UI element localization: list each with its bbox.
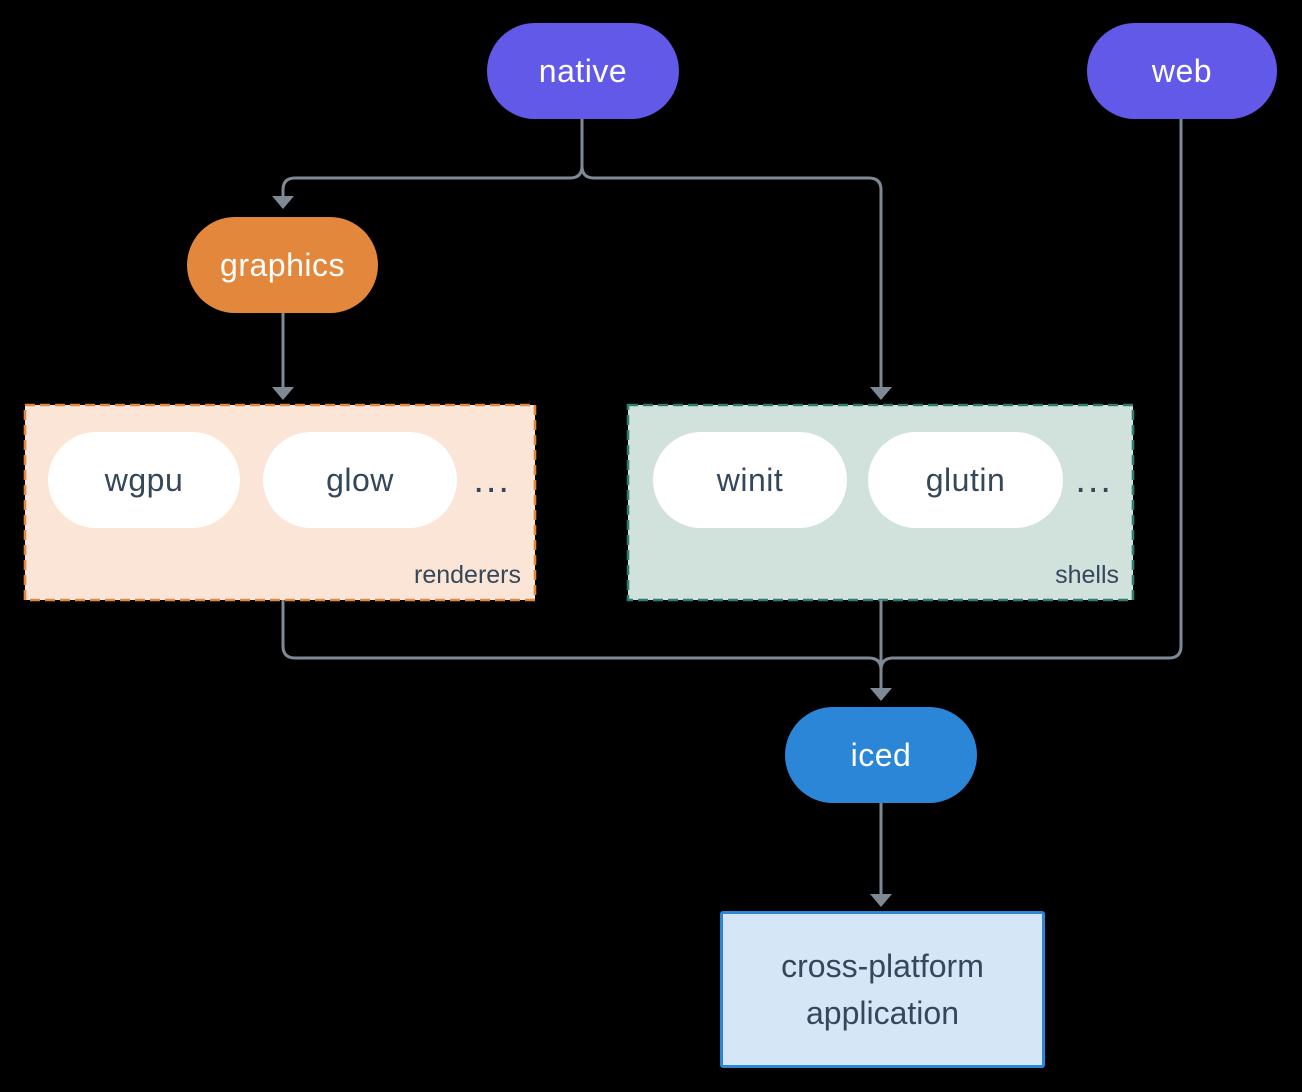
group-renderers: wgpu glow ... renderers: [25, 405, 535, 600]
node-winit: winit: [653, 432, 847, 528]
shells-group-label: shells: [1055, 561, 1119, 589]
arrowhead-application: [870, 894, 892, 907]
node-iced: iced: [785, 707, 977, 803]
node-glow: glow: [263, 432, 457, 528]
node-web: web: [1087, 23, 1277, 119]
arrowhead-shells: [870, 387, 892, 400]
node-glutin: glutin: [868, 432, 1063, 528]
node-native: native: [487, 23, 679, 119]
shells-ellipsis: ...: [1075, 458, 1113, 501]
renderers-group-label: renderers: [414, 561, 521, 589]
node-cross-platform-application: cross-platform application: [720, 911, 1045, 1068]
renderers-ellipsis: ...: [473, 458, 511, 501]
edge-native-to-graphics: [281, 119, 584, 196]
edge-native-to-shells: [580, 119, 883, 388]
node-wgpu: wgpu: [48, 432, 240, 528]
edge-renderers-to-iced: [281, 600, 883, 671]
arrowhead-iced: [870, 688, 892, 701]
group-shells: winit glutin ... shells: [628, 405, 1133, 600]
arrowhead-graphics: [272, 196, 294, 209]
node-graphics: graphics: [187, 217, 378, 313]
arrowhead-renderers: [272, 387, 294, 400]
